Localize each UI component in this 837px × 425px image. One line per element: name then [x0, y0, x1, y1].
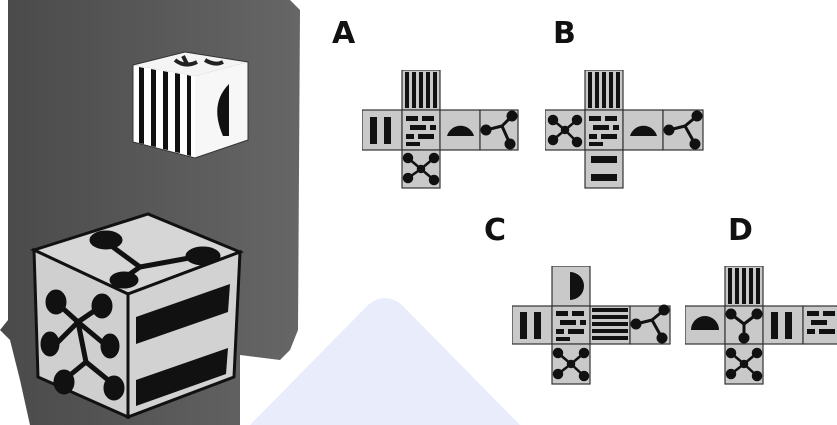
option-letter-d: D	[728, 213, 753, 248]
cube-net-d[interactable]	[685, 266, 837, 386]
large-cube	[29, 212, 245, 420]
watermark-triangle	[250, 298, 520, 425]
small-cube	[132, 51, 249, 159]
cube-net-c[interactable]	[512, 266, 672, 386]
option-letter-b: B	[553, 16, 576, 51]
option-letter-c: C	[484, 213, 507, 248]
cube-net-a[interactable]	[362, 70, 520, 190]
cube-net-b[interactable]	[545, 70, 705, 190]
option-letter-a: A	[332, 16, 356, 51]
